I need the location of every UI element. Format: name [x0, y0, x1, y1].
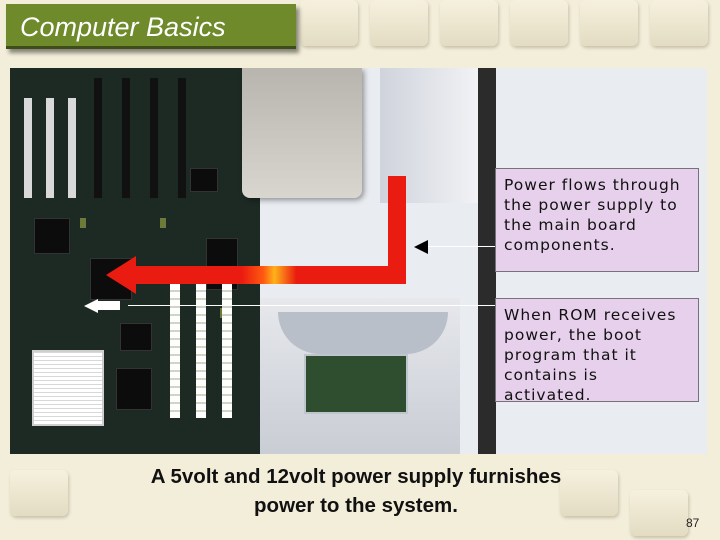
- cpu-socket: [32, 350, 104, 426]
- callout-pointer-1: [428, 246, 496, 247]
- pointer-arrow-icon: [414, 240, 428, 254]
- callout-rom-boot: When ROM receives power, the boot progra…: [495, 298, 699, 404]
- title-bar: Computer Basics: [6, 4, 296, 49]
- daughter-board: [304, 354, 408, 414]
- motherboard-photo: Power flows through the power supply to …: [10, 68, 707, 454]
- slide-caption: A 5volt and 12volt power supply furnishe…: [150, 465, 562, 517]
- power-flow-arrow-horizontal: [132, 266, 406, 284]
- pointer-arrow-icon: [84, 299, 98, 313]
- callout-power-flow: Power flows through the power supply to …: [495, 168, 699, 272]
- power-supply: [242, 68, 362, 198]
- page-number: 87: [686, 516, 700, 530]
- power-flow-arrow-vertical: [388, 176, 406, 284]
- callout-pointer-2: [128, 305, 496, 306]
- power-flow-arrow-head: [106, 256, 136, 294]
- slide-title: Computer Basics: [20, 12, 226, 42]
